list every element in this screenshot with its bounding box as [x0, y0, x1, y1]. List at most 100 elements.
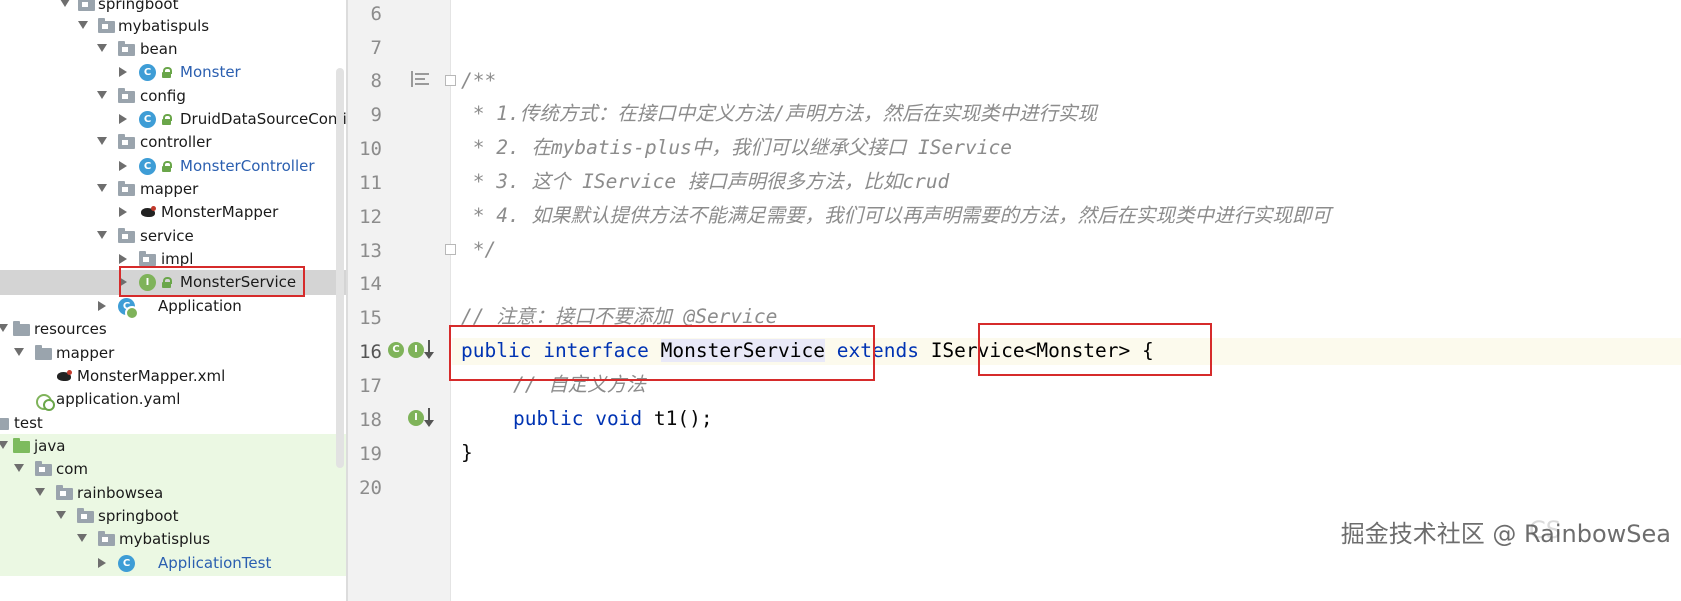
chevron-down-icon[interactable] [35, 488, 45, 496]
method-declaration[interactable]: t1(); [653, 407, 713, 430]
render-doc-icon[interactable] [411, 71, 431, 87]
tree-item-druiddatasourceconfig[interactable]: C DruidDataSourceConfi [0, 107, 348, 132]
super-interface[interactable]: IService<Monster> [930, 339, 1131, 362]
chevron-right-icon[interactable] [119, 254, 127, 264]
chevron-right-icon[interactable] [98, 558, 106, 568]
fold-icon[interactable] [445, 244, 456, 255]
tree-item-label: springboot [98, 507, 179, 525]
tree-item-monsterservice[interactable]: I MonsterService [0, 270, 348, 295]
fold-icon[interactable] [445, 75, 456, 86]
tree-item-label: mybatispuls [118, 17, 210, 35]
implemented-icon[interactable]: C [388, 342, 404, 358]
panel-divider[interactable] [346, 0, 348, 601]
code-line-8: /** [461, 69, 497, 92]
tree-item-label: Application [158, 297, 242, 315]
folder-icon [13, 321, 30, 336]
tree-item-springboot-test[interactable]: springboot [0, 504, 348, 529]
tree-item-label: ApplicationTest [158, 554, 272, 572]
highlight-box-monsterservice [119, 266, 305, 297]
code-line-10: * 2. 在mybatis-plus中，我们可以继承父接口 IService [461, 136, 1012, 159]
line-number: 15 [359, 307, 382, 329]
line-number: 9 [370, 104, 382, 126]
code-line-11: * 3. 这个 IService 接口声明很多方法，比如crud [461, 170, 950, 193]
lock-icon [162, 67, 172, 78]
chevron-down-icon[interactable] [97, 137, 107, 145]
tree-item-label: java [34, 437, 66, 455]
code-line-19: } [461, 441, 473, 464]
chevron-down-icon[interactable] [14, 348, 24, 356]
project-tree: springboot mybatispuls bean C Monster co… [0, 0, 348, 601]
chevron-down-icon[interactable] [77, 534, 87, 542]
tree-scrollbar[interactable] [336, 68, 344, 468]
tree-item-test[interactable]: test [0, 411, 348, 436]
chevron-down-icon[interactable] [56, 511, 66, 519]
chevron-right-icon[interactable] [119, 207, 127, 217]
tree-item-config[interactable]: config [0, 84, 348, 109]
chevron-down-icon[interactable] [60, 0, 70, 7]
chevron-down-icon[interactable] [97, 91, 107, 99]
tree-item-label: MonsterService [180, 273, 297, 291]
chevron-down-icon[interactable] [97, 231, 107, 239]
go-to-implementation-icon[interactable] [424, 408, 434, 428]
code-line-13: */ [461, 238, 497, 261]
tree-item-springboot[interactable]: springboot [0, 0, 348, 17]
line-number: 17 [359, 375, 382, 397]
tree-item-applicationtest[interactable]: C ApplicationTest [0, 551, 348, 576]
line-number: 8 [370, 70, 382, 92]
chevron-down-icon[interactable] [78, 21, 88, 29]
tree-item-application-yaml[interactable]: application.yaml [0, 387, 348, 412]
tree-item-label: mapper [140, 180, 199, 198]
go-to-implementation-icon[interactable] [424, 340, 434, 360]
tree-item-service[interactable]: service [0, 224, 348, 249]
interface-gutter-icon[interactable]: I [408, 410, 424, 426]
folder-icon [118, 228, 135, 243]
interface-name[interactable]: MonsterService [660, 339, 825, 362]
tree-item-bean[interactable]: bean [0, 37, 348, 62]
tree-item-monstermapper[interactable]: MonsterMapper [0, 200, 348, 225]
tree-item-label: Monster [180, 63, 241, 81]
tree-item-mybatispuls[interactable]: mybatispuls [0, 14, 348, 39]
chevron-right-icon[interactable] [119, 277, 127, 287]
mybatis-bird-icon [139, 204, 157, 221]
chevron-down-icon[interactable] [0, 441, 8, 449]
tree-item-monstermapper-xml[interactable]: MonsterMapper.xml [0, 364, 348, 389]
tree-item-mapper[interactable]: mapper [0, 177, 348, 202]
tree-item-controller[interactable]: controller [0, 130, 348, 155]
open-brace: { [1142, 339, 1154, 362]
tree-item-monster[interactable]: C Monster [0, 60, 348, 85]
tree-item-label: MonsterMapper [161, 203, 279, 221]
chevron-down-icon[interactable] [97, 44, 107, 52]
chevron-down-icon[interactable] [14, 464, 24, 472]
tree-item-java[interactable]: java [0, 434, 348, 459]
line-number: 18 [359, 409, 382, 431]
class-icon: C [139, 111, 156, 128]
tree-item-label: test [14, 414, 43, 432]
chevron-down-icon[interactable] [0, 324, 8, 332]
tree-item-rainbowsea[interactable]: rainbowsea [0, 481, 348, 506]
line-number: 11 [359, 172, 382, 194]
tree-item-label: springboot [98, 0, 179, 13]
chevron-right-icon[interactable] [119, 67, 127, 77]
code-line-18: public void t1(); [513, 406, 713, 432]
interface-gutter-icon[interactable]: I [408, 342, 424, 358]
tree-item-monstercontroller[interactable]: C MonsterController [0, 154, 348, 179]
chevron-right-icon[interactable] [119, 161, 127, 171]
line-number: 7 [370, 37, 382, 59]
folder-icon [118, 88, 135, 103]
code-editor[interactable]: 6 7 8 9 10 11 12 13 14 15 16 17 18 19 20… [348, 0, 1681, 601]
tree-item-application[interactable]: Application [0, 294, 348, 320]
chevron-right-icon[interactable] [119, 114, 127, 124]
chevron-right-icon[interactable] [98, 301, 106, 311]
tree-item-com[interactable]: com [0, 457, 348, 482]
tree-item-impl[interactable]: impl [0, 247, 348, 272]
tree-item-resources[interactable]: resources [0, 317, 348, 342]
keyword-interface: interface [543, 339, 649, 362]
line-number: 14 [359, 273, 382, 295]
folder-icon [139, 251, 156, 266]
code-line-17: // 自定义方法 [513, 373, 646, 396]
test-sources-folder-icon [13, 438, 30, 453]
tree-item-mapper-resources[interactable]: mapper [0, 341, 348, 366]
tree-item-mybatisplus[interactable]: mybatisplus [0, 527, 348, 552]
lock-icon [162, 277, 172, 288]
chevron-down-icon[interactable] [97, 184, 107, 192]
